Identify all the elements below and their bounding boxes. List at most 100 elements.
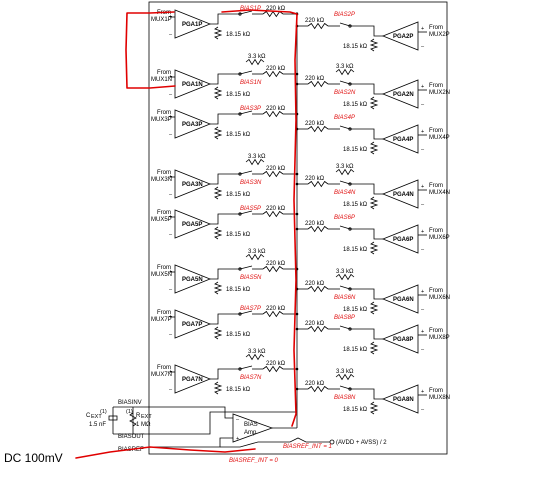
pga-amp-symbol bbox=[381, 224, 419, 254]
series-resistor bbox=[262, 265, 284, 273]
mux-label: MUX5N bbox=[151, 272, 172, 278]
switch-contact bbox=[348, 387, 352, 391]
mux-label: MUX7N bbox=[151, 372, 172, 378]
bias-switch bbox=[339, 22, 351, 27]
biasref-wire bbox=[149, 437, 233, 448]
series-resistor bbox=[262, 310, 284, 318]
gain-resistor bbox=[369, 141, 379, 155]
series-resistor-value: 220 kΩ bbox=[266, 106, 286, 112]
mux-label: MUX1N bbox=[151, 77, 172, 83]
trim-resistor-value: 3.3 kΩ bbox=[248, 349, 266, 355]
switch-contact bbox=[238, 112, 242, 116]
mux-label: MUX2P bbox=[429, 32, 450, 38]
series-resistor-value: 220 kΩ bbox=[305, 281, 325, 287]
bias-switch-label: BIAS3P bbox=[240, 106, 261, 112]
from-label: From bbox=[157, 170, 171, 176]
cext-capacitor-symbol bbox=[108, 415, 118, 421]
pga-label: PGA7P bbox=[182, 322, 202, 328]
pga-minus: – bbox=[169, 192, 173, 198]
pga-label: PGA5P bbox=[182, 222, 202, 228]
dc-annotation: DC 100mV bbox=[4, 451, 63, 465]
mux-label: MUX2N bbox=[429, 90, 450, 96]
switch-contact bbox=[348, 327, 352, 331]
bias-switch bbox=[239, 170, 253, 175]
mux-label: MUX6P bbox=[429, 235, 450, 241]
pga-plus: + bbox=[421, 84, 424, 90]
switch-contact bbox=[238, 172, 242, 176]
pga-output-wire bbox=[210, 268, 240, 280]
pga-amp-symbol bbox=[381, 124, 419, 154]
series-resistor bbox=[307, 225, 329, 233]
pga-plus: + bbox=[421, 389, 424, 395]
series-resistor-value: 220 kΩ bbox=[305, 321, 325, 327]
bias-switch bbox=[239, 110, 253, 115]
pga-amp-symbol bbox=[381, 79, 419, 109]
pga-amp-symbol bbox=[174, 264, 212, 294]
pga-plus: + bbox=[421, 184, 424, 190]
pga-amp-symbol bbox=[381, 179, 419, 209]
rext-label: R bbox=[136, 413, 141, 419]
bias-switch bbox=[339, 385, 351, 390]
bus-node bbox=[295, 212, 299, 216]
series-resistor bbox=[307, 80, 329, 88]
switch-contact bbox=[348, 227, 352, 231]
from-label: From bbox=[429, 288, 443, 294]
mux-label: MUX4N bbox=[429, 190, 450, 196]
bias-switch bbox=[339, 180, 351, 185]
bias-switch bbox=[239, 265, 253, 270]
bias-switch bbox=[239, 365, 253, 370]
pga-label: PGA1N bbox=[182, 82, 203, 88]
pga-output-wire bbox=[210, 13, 240, 25]
bus-node bbox=[295, 327, 299, 331]
gain-resistor-value: 18.15 kΩ bbox=[343, 102, 368, 108]
bias-switch bbox=[239, 310, 253, 315]
bias-switch-label: BIAS2P bbox=[334, 12, 355, 18]
pga-label: PGA1P bbox=[182, 22, 202, 28]
bus-node bbox=[295, 387, 299, 391]
from-label: From bbox=[157, 210, 171, 216]
bias-switch-label: BIAS5N bbox=[240, 275, 262, 281]
pga-amp-symbol bbox=[174, 309, 212, 339]
gain-resistor bbox=[369, 341, 379, 355]
series-resistor bbox=[262, 170, 284, 178]
gain-resistor-value: 18.15 kΩ bbox=[226, 387, 251, 393]
biasinv-wire bbox=[149, 406, 233, 419]
switch-contact bbox=[238, 72, 242, 76]
pga-minus: – bbox=[421, 147, 425, 153]
trim-resistor-value: 3.3 kΩ bbox=[336, 164, 354, 170]
from-label: From bbox=[429, 128, 443, 134]
pga-plus: + bbox=[421, 129, 424, 135]
bus-node bbox=[295, 227, 299, 231]
biasref-switch-wire bbox=[220, 437, 330, 448]
pga-plus: + bbox=[421, 289, 424, 295]
mux-label: MUX8N bbox=[429, 395, 450, 401]
switch-contact bbox=[238, 212, 242, 216]
bias-switch-label: BIAS1N bbox=[240, 80, 262, 86]
gain-resistor bbox=[369, 196, 379, 210]
bias-switch bbox=[239, 70, 253, 75]
gain-resistor-value: 18.15 kΩ bbox=[343, 44, 368, 50]
gain-resistor-value: 18.15 kΩ bbox=[226, 92, 251, 98]
series-resistor bbox=[307, 285, 329, 293]
gain-resistor bbox=[369, 96, 379, 110]
bias-switch bbox=[339, 125, 351, 130]
biasout-pin-label: BIASOUT bbox=[118, 434, 145, 440]
pga-minus: – bbox=[421, 307, 425, 313]
series-resistor-value: 220 kΩ bbox=[305, 221, 325, 227]
bias-switch bbox=[239, 210, 253, 215]
gain-resistor-value: 18.15 kΩ bbox=[226, 232, 251, 238]
bias-amp-minus: – bbox=[236, 417, 240, 423]
trim-resistor bbox=[245, 158, 265, 166]
gain-resistor-value: 18.15 kΩ bbox=[226, 132, 251, 138]
gain-resistor bbox=[213, 326, 223, 340]
pga-minus: – bbox=[421, 44, 425, 50]
bias-switch bbox=[339, 325, 351, 330]
gain-resistor bbox=[369, 301, 379, 315]
cext-sub: EXT bbox=[91, 414, 102, 420]
